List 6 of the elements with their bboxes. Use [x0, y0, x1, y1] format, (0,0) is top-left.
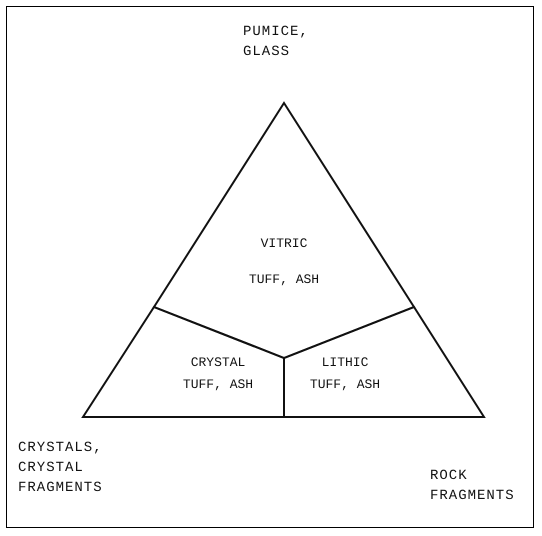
region-label: VITRIC TUFF, ASH	[248, 235, 320, 289]
region-label: LITHIC TUFF, ASH	[308, 354, 382, 394]
corner-label: CRYSTALS, CRYSTAL FRAGMENTS	[18, 439, 104, 498]
region-label: CRYSTAL TUFF, ASH	[182, 354, 254, 394]
corner-label: ROCK FRAGMENTS	[430, 467, 516, 506]
corner-label: PUMICE, GLASS	[243, 23, 310, 62]
